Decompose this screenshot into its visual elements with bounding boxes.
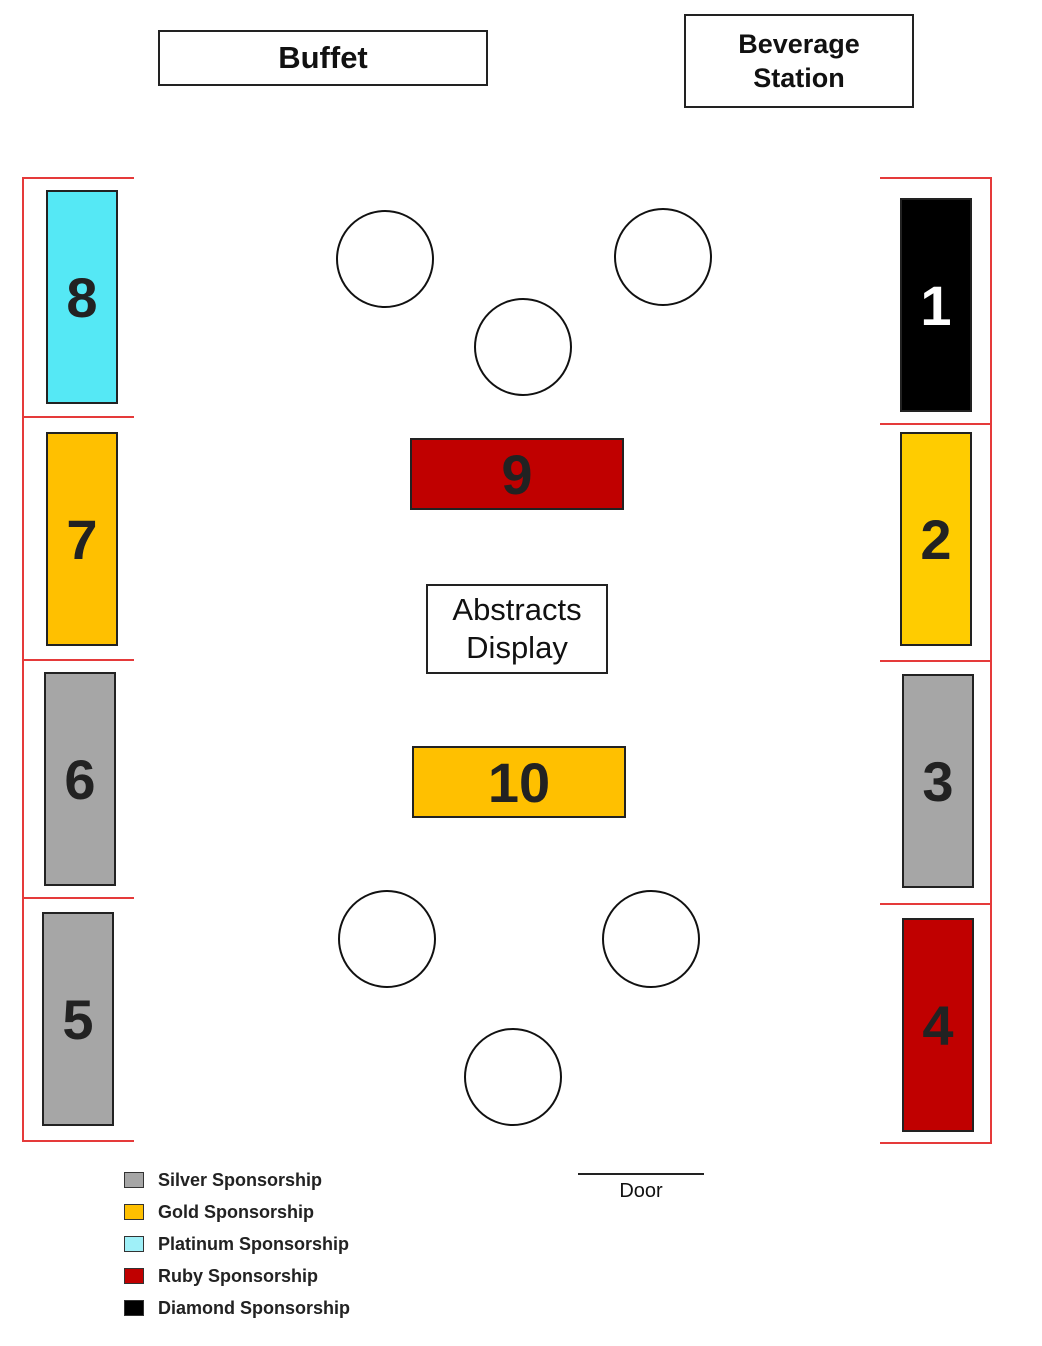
left-divider-1 xyxy=(22,177,134,179)
door-label: Door xyxy=(619,1180,663,1202)
door-line xyxy=(578,1173,704,1175)
booth-6-number: 6 xyxy=(64,747,96,811)
left-divider-5 xyxy=(22,1140,134,1142)
booth-1-number: 1 xyxy=(920,273,952,337)
legend: Silver Sponsorship Gold Sponsorship Plat… xyxy=(124,1164,444,1324)
booth-2[interactable]: 2 xyxy=(900,432,972,646)
beverage-station-label: Beverage Station xyxy=(738,29,860,93)
booth-9[interactable]: 9 xyxy=(410,438,624,510)
left-divider-2 xyxy=(22,416,134,418)
right-divider-1 xyxy=(880,177,992,179)
booth-10-number: 10 xyxy=(487,750,551,814)
booth-4-number: 4 xyxy=(922,993,954,1057)
booth-6[interactable]: 6 xyxy=(44,672,116,886)
legend-swatch-platinum xyxy=(124,1236,144,1252)
booth-1[interactable]: 1 xyxy=(900,198,972,412)
legend-item-silver: Silver Sponsorship xyxy=(124,1164,444,1196)
legend-label: Diamond Sponsorship xyxy=(158,1297,351,1318)
booth-3[interactable]: 3 xyxy=(902,674,974,888)
booth-7-number: 7 xyxy=(66,507,98,571)
legend-item-platinum: Platinum Sponsorship xyxy=(124,1228,444,1260)
booth-5-number: 5 xyxy=(62,987,94,1051)
legend-item-ruby: Ruby Sponsorship xyxy=(124,1260,444,1292)
booth-8-number: 8 xyxy=(66,265,98,329)
legend-label: Platinum Sponsorship xyxy=(158,1233,350,1254)
round-table[interactable] xyxy=(474,298,572,396)
beverage-station-box: Beverage Station xyxy=(684,14,914,108)
legend-label: Gold Sponsorship xyxy=(158,1201,314,1222)
legend-item-diamond: Diamond Sponsorship xyxy=(124,1292,444,1324)
booth-9-number: 9 xyxy=(501,442,533,506)
legend-label: Ruby Sponsorship xyxy=(158,1265,319,1286)
round-table[interactable] xyxy=(602,890,700,988)
legend-item-gold: Gold Sponsorship xyxy=(124,1196,444,1228)
left-divider-4 xyxy=(22,897,134,899)
round-table[interactable] xyxy=(614,208,712,306)
booth-2-number: 2 xyxy=(920,507,952,571)
buffet-label: Buffet xyxy=(278,40,368,75)
legend-label: Silver Sponsorship xyxy=(158,1169,323,1190)
booth-5[interactable]: 5 xyxy=(42,912,114,1126)
abstracts-display-label: Abstracts Display xyxy=(452,592,582,665)
legend-swatch-ruby xyxy=(124,1268,144,1284)
abstracts-display-box: Abstracts Display xyxy=(426,584,608,674)
round-table[interactable] xyxy=(336,210,434,308)
legend-swatch-gold xyxy=(124,1204,144,1220)
left-divider-3 xyxy=(22,659,134,661)
legend-swatch-silver xyxy=(124,1172,144,1188)
booth-7[interactable]: 7 xyxy=(46,432,118,646)
right-divider-3 xyxy=(880,660,992,662)
right-divider-4 xyxy=(880,903,992,905)
buffet-box: Buffet xyxy=(158,30,488,86)
booth-3-number: 3 xyxy=(922,749,954,813)
right-divider-5 xyxy=(880,1142,992,1144)
booth-8[interactable]: 8 xyxy=(46,190,118,404)
booth-10[interactable]: 10 xyxy=(412,746,626,818)
right-divider-2 xyxy=(880,423,992,425)
round-table[interactable] xyxy=(464,1028,562,1126)
booth-4[interactable]: 4 xyxy=(902,918,974,1132)
round-table[interactable] xyxy=(338,890,436,988)
legend-swatch-diamond xyxy=(124,1300,144,1316)
